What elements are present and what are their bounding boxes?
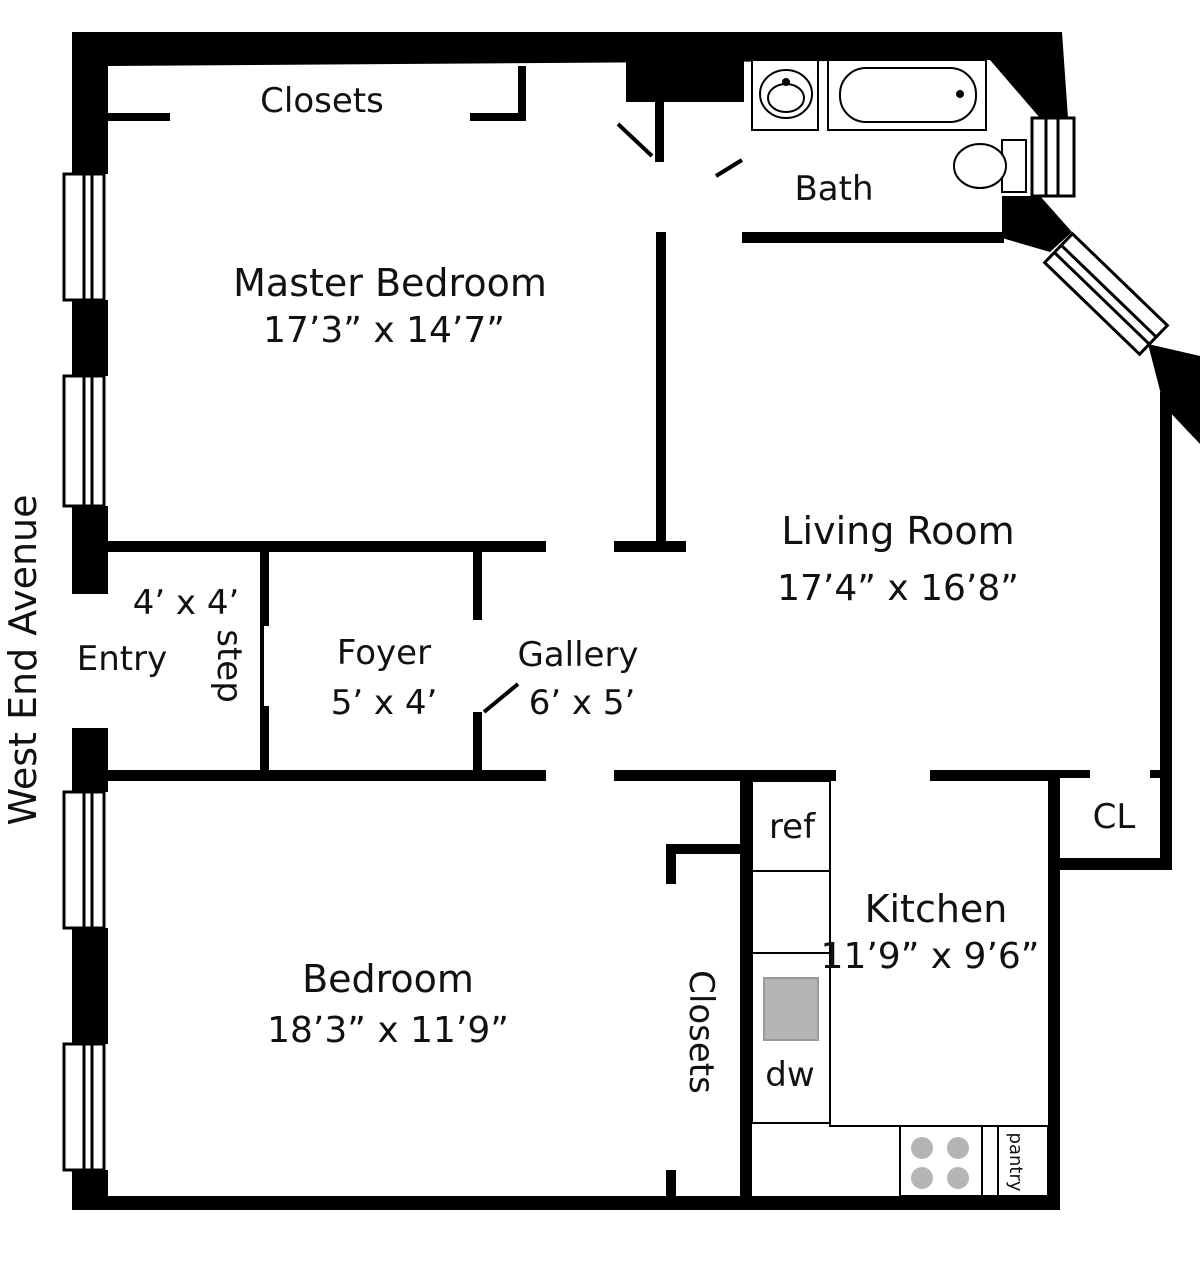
bathtub-basin — [839, 67, 977, 123]
foyer-dims: 5’ x 4’ — [331, 683, 438, 723]
master-bedroom-bottom-wall-1 — [108, 541, 546, 552]
stove-icon — [899, 1125, 983, 1197]
toilet-tank — [1001, 139, 1027, 193]
bedroom-dims: 18’3” x 11’9” — [267, 1010, 509, 1051]
exterior-walls — [72, 32, 1200, 1210]
windows — [62, 116, 1170, 1172]
closet-front-left — [108, 113, 170, 121]
stove-burner-1 — [911, 1137, 933, 1159]
stove-burner-2 — [947, 1137, 969, 1159]
bath-label: Bath — [794, 169, 873, 209]
cl-bottom-wall — [1060, 858, 1172, 870]
bedroom-top-wall-2 — [614, 770, 836, 781]
ref-label: ref — [769, 807, 816, 847]
foyer-gallery-wall-bottom — [473, 712, 482, 774]
master-bedroom-right-wall — [656, 232, 666, 552]
left-wall-2 — [72, 300, 108, 376]
entry-foyer-wall-bottom — [260, 706, 269, 774]
interior-walls — [108, 66, 1164, 1210]
closet-divider — [518, 66, 526, 121]
closets-bedroom-label: Closets — [681, 970, 721, 1094]
dishwasher-icon — [763, 977, 819, 1041]
bath-top-block — [626, 58, 744, 102]
closets-top-label: Closets — [260, 81, 384, 121]
kitchen-name: Kitchen — [865, 887, 1008, 931]
window-left-3 — [62, 790, 106, 930]
bedroom-name: Bedroom — [302, 957, 474, 1001]
bedroom-closet-wall-top — [666, 844, 676, 884]
gallery-name: Gallery — [517, 635, 638, 675]
stove-burner-4 — [947, 1167, 969, 1189]
pantry-label: pantry — [1005, 1133, 1026, 1192]
master-bedroom-name: Master Bedroom — [233, 261, 547, 305]
left-wall-5 — [72, 928, 108, 1044]
top-wall — [72, 32, 1068, 118]
kitchen-dims: 11’9” x 9’6” — [821, 936, 1040, 977]
bath-door — [714, 158, 744, 178]
pantry-cabinet — [981, 1125, 1049, 1197]
entry-name: Entry — [77, 639, 167, 679]
bottom-wall — [72, 1196, 1060, 1210]
diagonal-corner-block — [1148, 344, 1200, 444]
foyer-name: Foyer — [337, 633, 431, 673]
bedroom-closet-top — [666, 844, 740, 854]
master-bedroom-bottom-wall-2 — [614, 541, 686, 552]
doors — [260, 122, 744, 714]
left-wall-4 — [72, 728, 108, 792]
left-wall-3 — [72, 506, 108, 594]
bath-corner-block — [1002, 196, 1072, 252]
bedroom-closet-wall-bottom — [666, 1170, 676, 1200]
dw-label: dw — [765, 1055, 814, 1095]
kitchen-fixtures — [751, 780, 1049, 1197]
window-bath — [1030, 116, 1076, 198]
bathtub-drain — [956, 90, 964, 98]
living-room-name: Living Room — [781, 509, 1014, 553]
kitchen-top-wall-right — [930, 770, 1060, 781]
kitchen-left-wall — [740, 778, 752, 1210]
left-wall-1 — [72, 32, 108, 174]
closet-front-right — [470, 113, 526, 121]
step-label: step — [209, 629, 249, 703]
master-closet-door — [616, 122, 654, 158]
street-label: West End Avenue — [1, 495, 45, 826]
sink-drain — [782, 78, 790, 86]
toilet-icon — [953, 143, 1007, 189]
window-left-1 — [62, 172, 106, 302]
bath-bottom-wall — [742, 232, 1004, 243]
bath-fixtures — [751, 59, 1027, 193]
gallery-door — [482, 682, 520, 714]
window-left-4 — [62, 1042, 106, 1172]
bath-left-wall — [655, 100, 664, 162]
stove-burner-3 — [911, 1167, 933, 1189]
foyer-gallery-wall-top — [473, 552, 482, 620]
sink-basin — [767, 83, 805, 113]
entry-dims: 4’ x 4’ — [133, 583, 240, 623]
entry-foyer-wall-top — [260, 552, 269, 626]
cl-label: CL — [1093, 797, 1136, 837]
master-bedroom-dims: 17’3” x 14’7” — [263, 310, 505, 351]
living-room-dims: 17’4” x 16’8” — [777, 568, 1019, 609]
labels: Closets Bath Master Bedroom 17’3” x 14’7… — [1, 81, 1135, 1192]
refrigerator — [751, 780, 831, 872]
window-left-2 — [62, 374, 106, 508]
bedroom-top-wall-1 — [108, 770, 546, 781]
cl-top-wall-right — [1150, 770, 1164, 778]
window-diagonal — [1042, 231, 1170, 357]
counter — [751, 870, 831, 954]
cl-top-wall — [1060, 770, 1090, 778]
gallery-dims: 6’ x 5’ — [529, 683, 636, 723]
right-wall — [1160, 392, 1172, 870]
kitchen-right-wall — [1048, 772, 1060, 1210]
